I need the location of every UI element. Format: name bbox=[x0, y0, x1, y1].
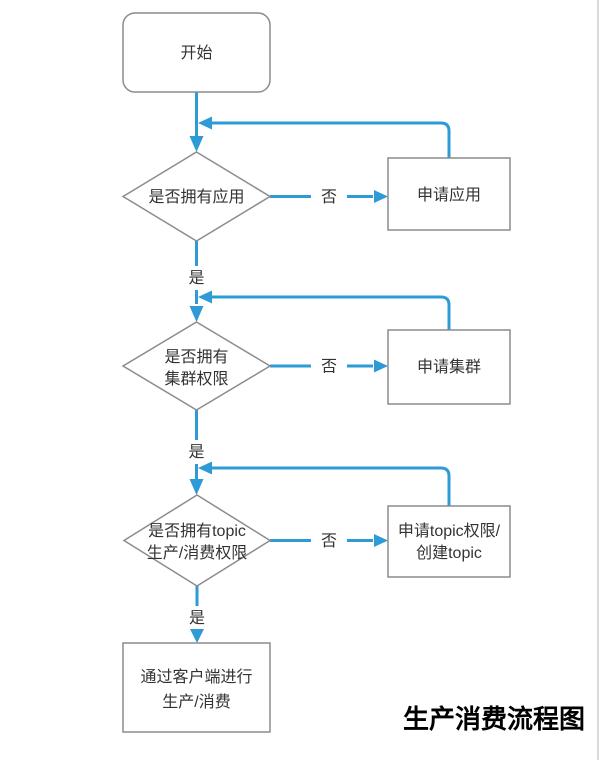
arrow-down-icon bbox=[189, 136, 204, 152]
node-decision-topic-label-line1: 是否拥有topic bbox=[148, 522, 246, 540]
node-start-label: 开始 bbox=[180, 44, 212, 62]
node-decision-app-label: 是否拥有应用 bbox=[148, 187, 244, 206]
edge-label-no: 否 bbox=[321, 533, 337, 550]
node-decision-topic-label-line2: 生产/消费权限 bbox=[147, 544, 247, 562]
arrow-down-icon bbox=[189, 479, 204, 495]
edge-feedback-apply-cluster bbox=[198, 290, 451, 330]
edge-label-bg bbox=[185, 266, 208, 290]
edge-decision-topic-yes: 是 bbox=[185, 586, 208, 643]
edge-line bbox=[212, 121, 451, 158]
arrow-left-icon bbox=[198, 290, 212, 304]
edge-label-yes: 是 bbox=[188, 270, 204, 287]
edge-label-bg bbox=[311, 529, 347, 552]
node-decision-topic bbox=[122, 494, 272, 587]
node-apply-cluster bbox=[387, 329, 511, 405]
node-apply-cluster-label: 申请集群 bbox=[417, 358, 481, 376]
node-client-produce-consume-label-line1: 通过客户端进行 bbox=[140, 668, 252, 686]
arrow-right-icon bbox=[374, 359, 388, 373]
edge-label-bg bbox=[311, 185, 347, 208]
node-apply-topic-label-line2: 创建topic bbox=[416, 544, 482, 562]
arrow-down-icon bbox=[190, 629, 204, 643]
node-start bbox=[122, 12, 271, 93]
arrow-left-icon bbox=[198, 461, 212, 475]
edge-label-yes: 是 bbox=[188, 444, 204, 461]
arrow-down-icon bbox=[189, 306, 204, 322]
arrow-left-icon bbox=[198, 116, 212, 130]
edge-label-no: 否 bbox=[321, 189, 337, 206]
node-client-produce-consume bbox=[122, 642, 271, 733]
edge-label-no: 否 bbox=[321, 359, 337, 376]
edge-label-bg bbox=[311, 354, 347, 378]
page-edge-divider bbox=[597, 0, 599, 760]
node-client-produce-consume-label-line2: 生产/消费 bbox=[162, 693, 230, 711]
edge-feedback-apply-app bbox=[198, 116, 451, 158]
node-decision-cluster-label-line2: 集群权限 bbox=[164, 370, 228, 388]
arrow-right-icon bbox=[374, 534, 388, 547]
edge-decision-cluster-no: 否 bbox=[270, 354, 388, 378]
node-apply-topic bbox=[387, 505, 511, 578]
edge-line bbox=[212, 295, 451, 330]
edge-line bbox=[212, 466, 451, 506]
edge-feedback-apply-topic bbox=[198, 461, 451, 506]
edge-decision-topic-no: 否 bbox=[270, 529, 388, 552]
diagram-title: 生产消费流程图 bbox=[403, 704, 585, 734]
edge-label-bg bbox=[185, 440, 208, 464]
edge-start-to-decision-app bbox=[189, 92, 204, 152]
node-apply-topic-label-line1: 申请topic权限/ bbox=[398, 522, 501, 540]
edge-decision-cluster-yes: 是 bbox=[185, 410, 208, 495]
edge-label-bg bbox=[185, 606, 208, 630]
node-decision-cluster-label-line1: 是否拥有 bbox=[164, 348, 228, 366]
edge-label-yes: 是 bbox=[189, 610, 205, 627]
arrow-right-icon bbox=[374, 190, 388, 203]
edge-decision-app-no: 否 bbox=[270, 185, 388, 208]
node-decision-cluster bbox=[121, 321, 272, 411]
node-apply-app-label: 申请应用 bbox=[417, 185, 481, 204]
edge-decision-app-yes: 是 bbox=[185, 241, 208, 322]
node-apply-app bbox=[387, 157, 511, 231]
node-decision-app bbox=[121, 151, 272, 242]
